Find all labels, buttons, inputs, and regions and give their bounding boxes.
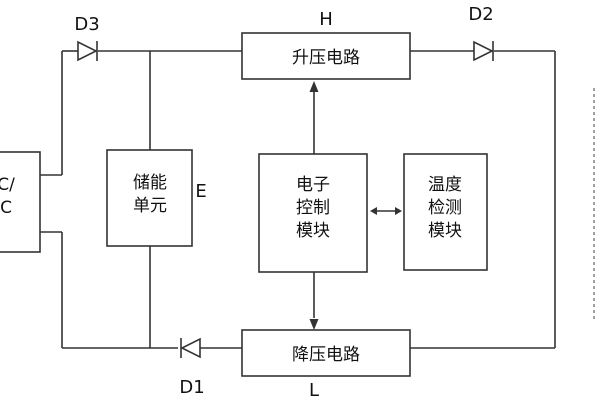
storage-unit-label: 储能单元	[133, 173, 167, 216]
d1-label: D1	[179, 377, 204, 398]
diode-d3	[77, 40, 98, 62]
h-label: H	[319, 9, 333, 30]
left-source-block: C/C	[0, 151, 41, 253]
arrow-left-head	[370, 207, 377, 215]
diode-d2	[473, 40, 494, 62]
buck-circuit-label: 降压电路	[292, 345, 360, 365]
electronic-control-module-label: 电子控制模块	[296, 175, 330, 241]
buck-circuit-block: 降压电路	[241, 329, 411, 377]
boost-circuit-label: 升压电路	[292, 48, 360, 68]
arrow-down-to-buck	[309, 319, 319, 330]
d3-label: D3	[74, 14, 99, 35]
d2-label: D2	[468, 4, 493, 25]
boost-circuit-block: 升压电路	[241, 32, 411, 80]
wires	[40, 50, 556, 349]
storage-unit-block: 储能单元	[106, 149, 193, 247]
electronic-control-module-block: 电子控制模块	[258, 153, 368, 273]
arrow-right-head	[395, 207, 402, 215]
arrow-up-to-boost	[309, 81, 319, 92]
diode-d1	[180, 337, 201, 359]
l-label: L	[309, 380, 319, 400]
temperature-detection-module-block: 温度检测模块	[403, 153, 488, 271]
e-label: E	[195, 181, 206, 202]
temperature-detection-module-label: 温度检测模块	[428, 175, 462, 241]
left-source-label: C/C	[0, 175, 15, 218]
arrows	[309, 81, 402, 330]
